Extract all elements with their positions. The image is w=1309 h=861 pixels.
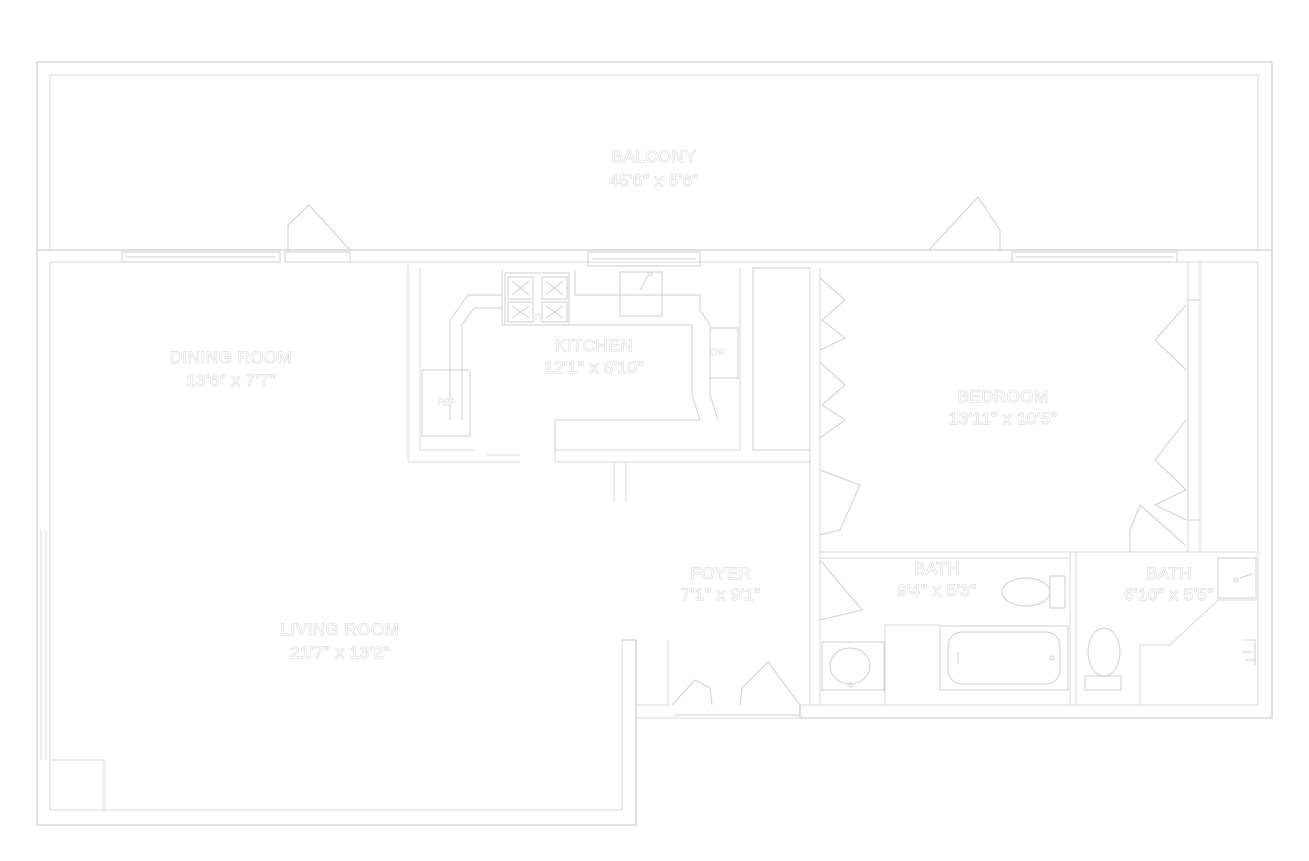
- foyer-doors: [671, 661, 801, 716]
- room-labels: BALCONY 45'6" x 6'6" DINING ROOM 13'6" x…: [169, 147, 1214, 663]
- living-name: LIVING ROOM: [281, 620, 400, 639]
- bath2-dims: 6'10" x 5'5": [1124, 585, 1214, 604]
- outer-walls: [36, 61, 1273, 826]
- balcony-dims: 45'6" x 6'6": [609, 171, 699, 190]
- bath1-dims: 9'4" x 5'3": [897, 581, 977, 600]
- interior-walls: [407, 262, 1258, 705]
- foyer-dims: 7'1" x 9'1": [681, 585, 761, 604]
- stove-label: ST: [532, 313, 542, 322]
- bedroom-name: BEDROOM: [957, 387, 1048, 406]
- foyer-name: FOYER: [690, 564, 751, 583]
- dining-dims: 13'6" x 7'7": [186, 371, 276, 390]
- refrigerator-label: REF: [438, 398, 454, 407]
- kitchen-fixtures: ST REF DW: [421, 270, 739, 450]
- kitchen-name: KITCHEN: [555, 336, 633, 355]
- kitchen-dims: 12'1" x 8'10": [544, 358, 644, 377]
- bath-fixtures: [821, 557, 1257, 691]
- living-dims: 21'7" x 13'2": [290, 643, 390, 662]
- balcony-openings: [121, 196, 1178, 267]
- bath1-name: BATH: [914, 559, 960, 578]
- dishwasher-label: DW: [711, 348, 725, 357]
- balcony-name: BALCONY: [612, 147, 697, 166]
- closet-doors: [819, 277, 1187, 621]
- bedroom-dims: 13'11" x 10'5": [949, 409, 1057, 428]
- dining-name: DINING ROOM: [170, 348, 293, 367]
- bath2-name: BATH: [1146, 564, 1192, 583]
